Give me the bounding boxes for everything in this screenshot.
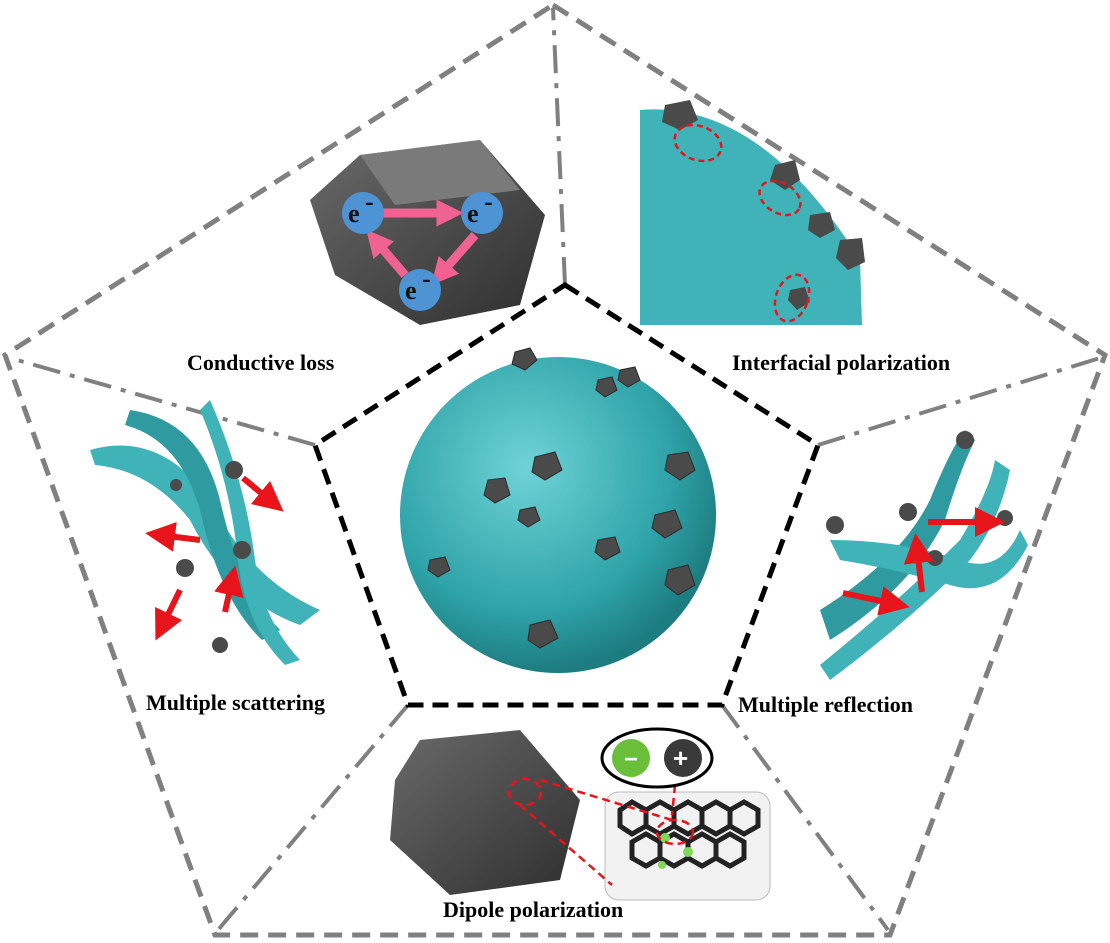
label-interfacial-polarization: Interfacial polarization bbox=[732, 350, 950, 375]
svg-text:e: e bbox=[405, 276, 417, 305]
central-composite-sphere bbox=[400, 347, 716, 673]
svg-text:-: - bbox=[365, 187, 374, 216]
positive-charge-sphere: + bbox=[673, 743, 688, 773]
svg-text:e: e bbox=[348, 199, 360, 228]
svg-text:-: - bbox=[422, 264, 431, 293]
dipole-polarization-illustration: − + bbox=[390, 727, 771, 901]
negative-charge-sphere: − bbox=[624, 746, 638, 773]
electron-1: e- bbox=[342, 187, 384, 234]
interfacial-polarization-illustration bbox=[640, 100, 865, 325]
electron-3: e- bbox=[399, 264, 441, 311]
svg-text:-: - bbox=[484, 187, 493, 216]
svg-text:e: e bbox=[467, 199, 479, 228]
electron-2: e- bbox=[461, 187, 503, 234]
inner-pentagon bbox=[311, 282, 822, 708]
conductive-loss-illustration: e- e- e- bbox=[310, 140, 545, 325]
label-dipole-polarization: Dipole polarization bbox=[443, 897, 623, 922]
multiple-reflection-illustration bbox=[820, 430, 1028, 680]
label-conductive-loss: Conductive loss bbox=[187, 350, 335, 375]
label-multiple-scattering: Multiple scattering bbox=[146, 690, 325, 715]
multiple-scattering-illustration bbox=[90, 400, 320, 665]
label-multiple-reflection: Multiple reflection bbox=[738, 692, 913, 717]
sector-dividers bbox=[9, 7, 1101, 932]
